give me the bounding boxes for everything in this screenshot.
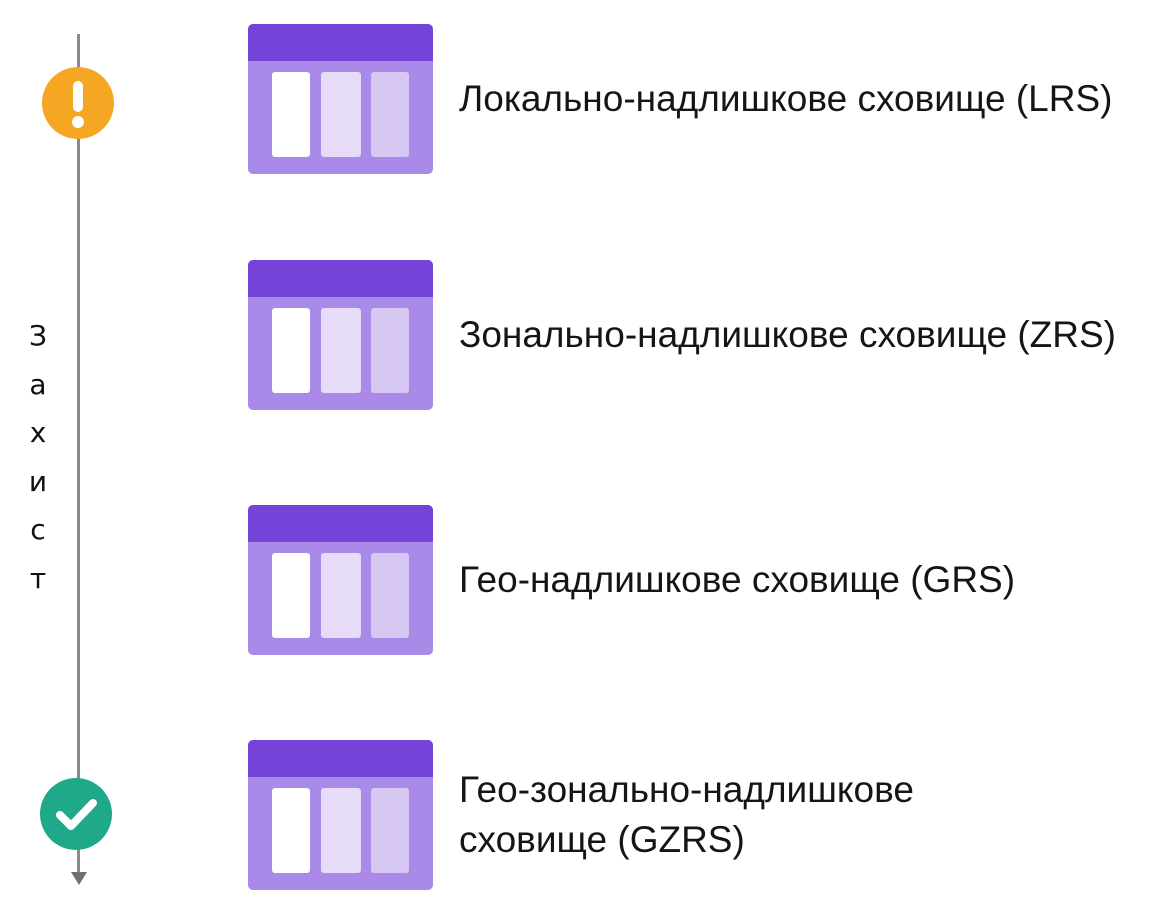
storage-tier-grs: Гео-надлишкове сховище (GRS) xyxy=(248,505,1138,655)
axis-letter: З xyxy=(29,319,47,352)
axis-letter: х xyxy=(29,416,47,449)
storage-table-icon xyxy=(248,24,433,174)
storage-tier-lrs: Локально-надлишкове сховище (LRS) xyxy=(248,24,1138,174)
storage-table-icon xyxy=(248,505,433,655)
storage-tier-gzrs: Гео-зонально-надлишкове сховище (GZRS) xyxy=(248,740,1138,890)
success-checkmark-icon xyxy=(40,778,112,850)
tier-label: Локально-надлишкове сховище (LRS) xyxy=(459,78,1113,119)
warning-exclamation-icon xyxy=(42,67,114,139)
arrow-down-icon xyxy=(71,872,87,885)
protection-axis-line xyxy=(77,34,80,874)
tier-label: Гео-надлишкове сховище (GRS) xyxy=(459,559,1016,600)
axis-letter: а xyxy=(29,367,47,401)
axis-letter: т xyxy=(29,561,47,595)
storage-table-icon xyxy=(248,260,433,410)
tier-label: Гео-зонально-надлишкове сховище (GZRS) xyxy=(459,769,914,860)
axis-letter: и xyxy=(28,464,48,498)
axis-letter: с xyxy=(30,513,46,546)
axis-label-protection: З а х и с т xyxy=(18,312,58,603)
storage-tier-zrs: Зонально-надлишкове сховище (ZRS) xyxy=(248,260,1138,410)
storage-table-icon xyxy=(248,740,433,890)
tier-label: Зонально-надлишкове сховище (ZRS) xyxy=(459,314,1116,355)
